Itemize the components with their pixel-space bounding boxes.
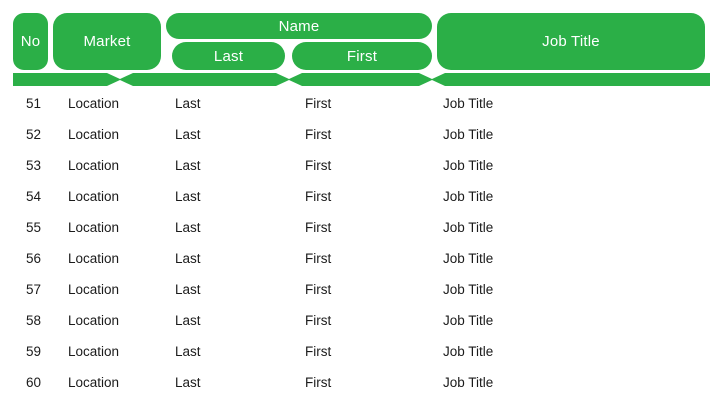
column-header-last-label: Last — [213, 47, 244, 65]
column-header-first[interactable]: First — [292, 42, 432, 70]
cell-market: Location — [68, 282, 120, 297]
cell-no: 53 — [26, 158, 42, 173]
table-row[interactable]: 51 Location Last First Job Title — [0, 88, 720, 119]
column-header-market-label: Market — [83, 33, 131, 50]
cell-job-title: Job Title — [443, 282, 494, 297]
cell-market: Location — [68, 158, 120, 173]
cell-last: Last — [175, 96, 201, 111]
cell-last: Last — [175, 220, 201, 235]
cell-first: First — [305, 375, 332, 390]
cell-last: Last — [175, 127, 201, 142]
cell-no: 59 — [26, 344, 42, 359]
cell-no: 57 — [26, 282, 42, 297]
cell-no: 51 — [26, 96, 42, 111]
cell-market: Location — [68, 96, 120, 111]
cell-no: 52 — [26, 127, 42, 142]
cell-no: 58 — [26, 313, 42, 328]
cell-first: First — [305, 282, 332, 297]
cell-first: First — [305, 313, 332, 328]
cell-last: Last — [175, 375, 201, 390]
table-row[interactable]: 60 Location Last First Job Title — [0, 367, 720, 398]
cell-job-title: Job Title — [443, 251, 494, 266]
cell-job-title: Job Title — [443, 344, 494, 359]
cell-first: First — [305, 127, 332, 142]
column-header-name-group-label: Name — [278, 17, 320, 35]
cell-last: Last — [175, 189, 201, 204]
table-row[interactable]: 58 Location Last First Job Title — [0, 305, 720, 336]
cell-last: Last — [175, 344, 201, 359]
cell-job-title: Job Title — [443, 158, 494, 173]
column-header-last[interactable]: Last — [172, 42, 285, 70]
cell-market: Location — [68, 344, 120, 359]
cell-job-title: Job Title — [443, 313, 494, 328]
cell-no: 56 — [26, 251, 42, 266]
column-header-job-title[interactable]: Job Title — [437, 13, 705, 70]
table-row[interactable]: 59 Location Last First Job Title — [0, 336, 720, 367]
cell-last: Last — [175, 158, 201, 173]
cell-first: First — [305, 189, 332, 204]
table-row[interactable]: 56 Location Last First Job Title — [0, 243, 720, 274]
cell-first: First — [305, 251, 332, 266]
cell-market: Location — [68, 375, 120, 390]
cell-no: 60 — [26, 375, 42, 390]
cell-market: Location — [68, 220, 120, 235]
cell-first: First — [305, 158, 332, 173]
cell-market: Location — [68, 127, 120, 142]
column-header-first-label: First — [346, 47, 378, 65]
column-header-name-group[interactable]: Name — [166, 13, 432, 39]
header-separator-bar — [13, 72, 710, 87]
table-row[interactable]: 54 Location Last First Job Title — [0, 181, 720, 212]
column-header-market[interactable]: Market — [53, 13, 161, 70]
cell-last: Last — [175, 282, 201, 297]
cell-job-title: Job Title — [443, 220, 494, 235]
table-row[interactable]: 52 Location Last First Job Title — [0, 119, 720, 150]
cell-job-title: Job Title — [443, 375, 494, 390]
cell-market: Location — [68, 251, 120, 266]
cell-first: First — [305, 344, 332, 359]
cell-first: First — [305, 96, 332, 111]
cell-job-title: Job Title — [443, 189, 494, 204]
column-header-no-label: No — [20, 33, 41, 50]
cell-no: 54 — [26, 189, 42, 204]
column-header-no[interactable]: No — [13, 13, 48, 70]
cell-market: Location — [68, 189, 120, 204]
cell-job-title: Job Title — [443, 96, 494, 111]
cell-no: 55 — [26, 220, 42, 235]
cell-first: First — [305, 220, 332, 235]
cell-job-title: Job Title — [443, 127, 494, 142]
cell-last: Last — [175, 313, 201, 328]
cell-market: Location — [68, 313, 120, 328]
column-header-job-title-label: Job Title — [542, 33, 600, 50]
cell-last: Last — [175, 251, 201, 266]
table-row[interactable]: 55 Location Last First Job Title — [0, 212, 720, 243]
table-row[interactable]: 57 Location Last First Job Title — [0, 274, 720, 305]
table-row[interactable]: 53 Location Last First Job Title — [0, 150, 720, 181]
